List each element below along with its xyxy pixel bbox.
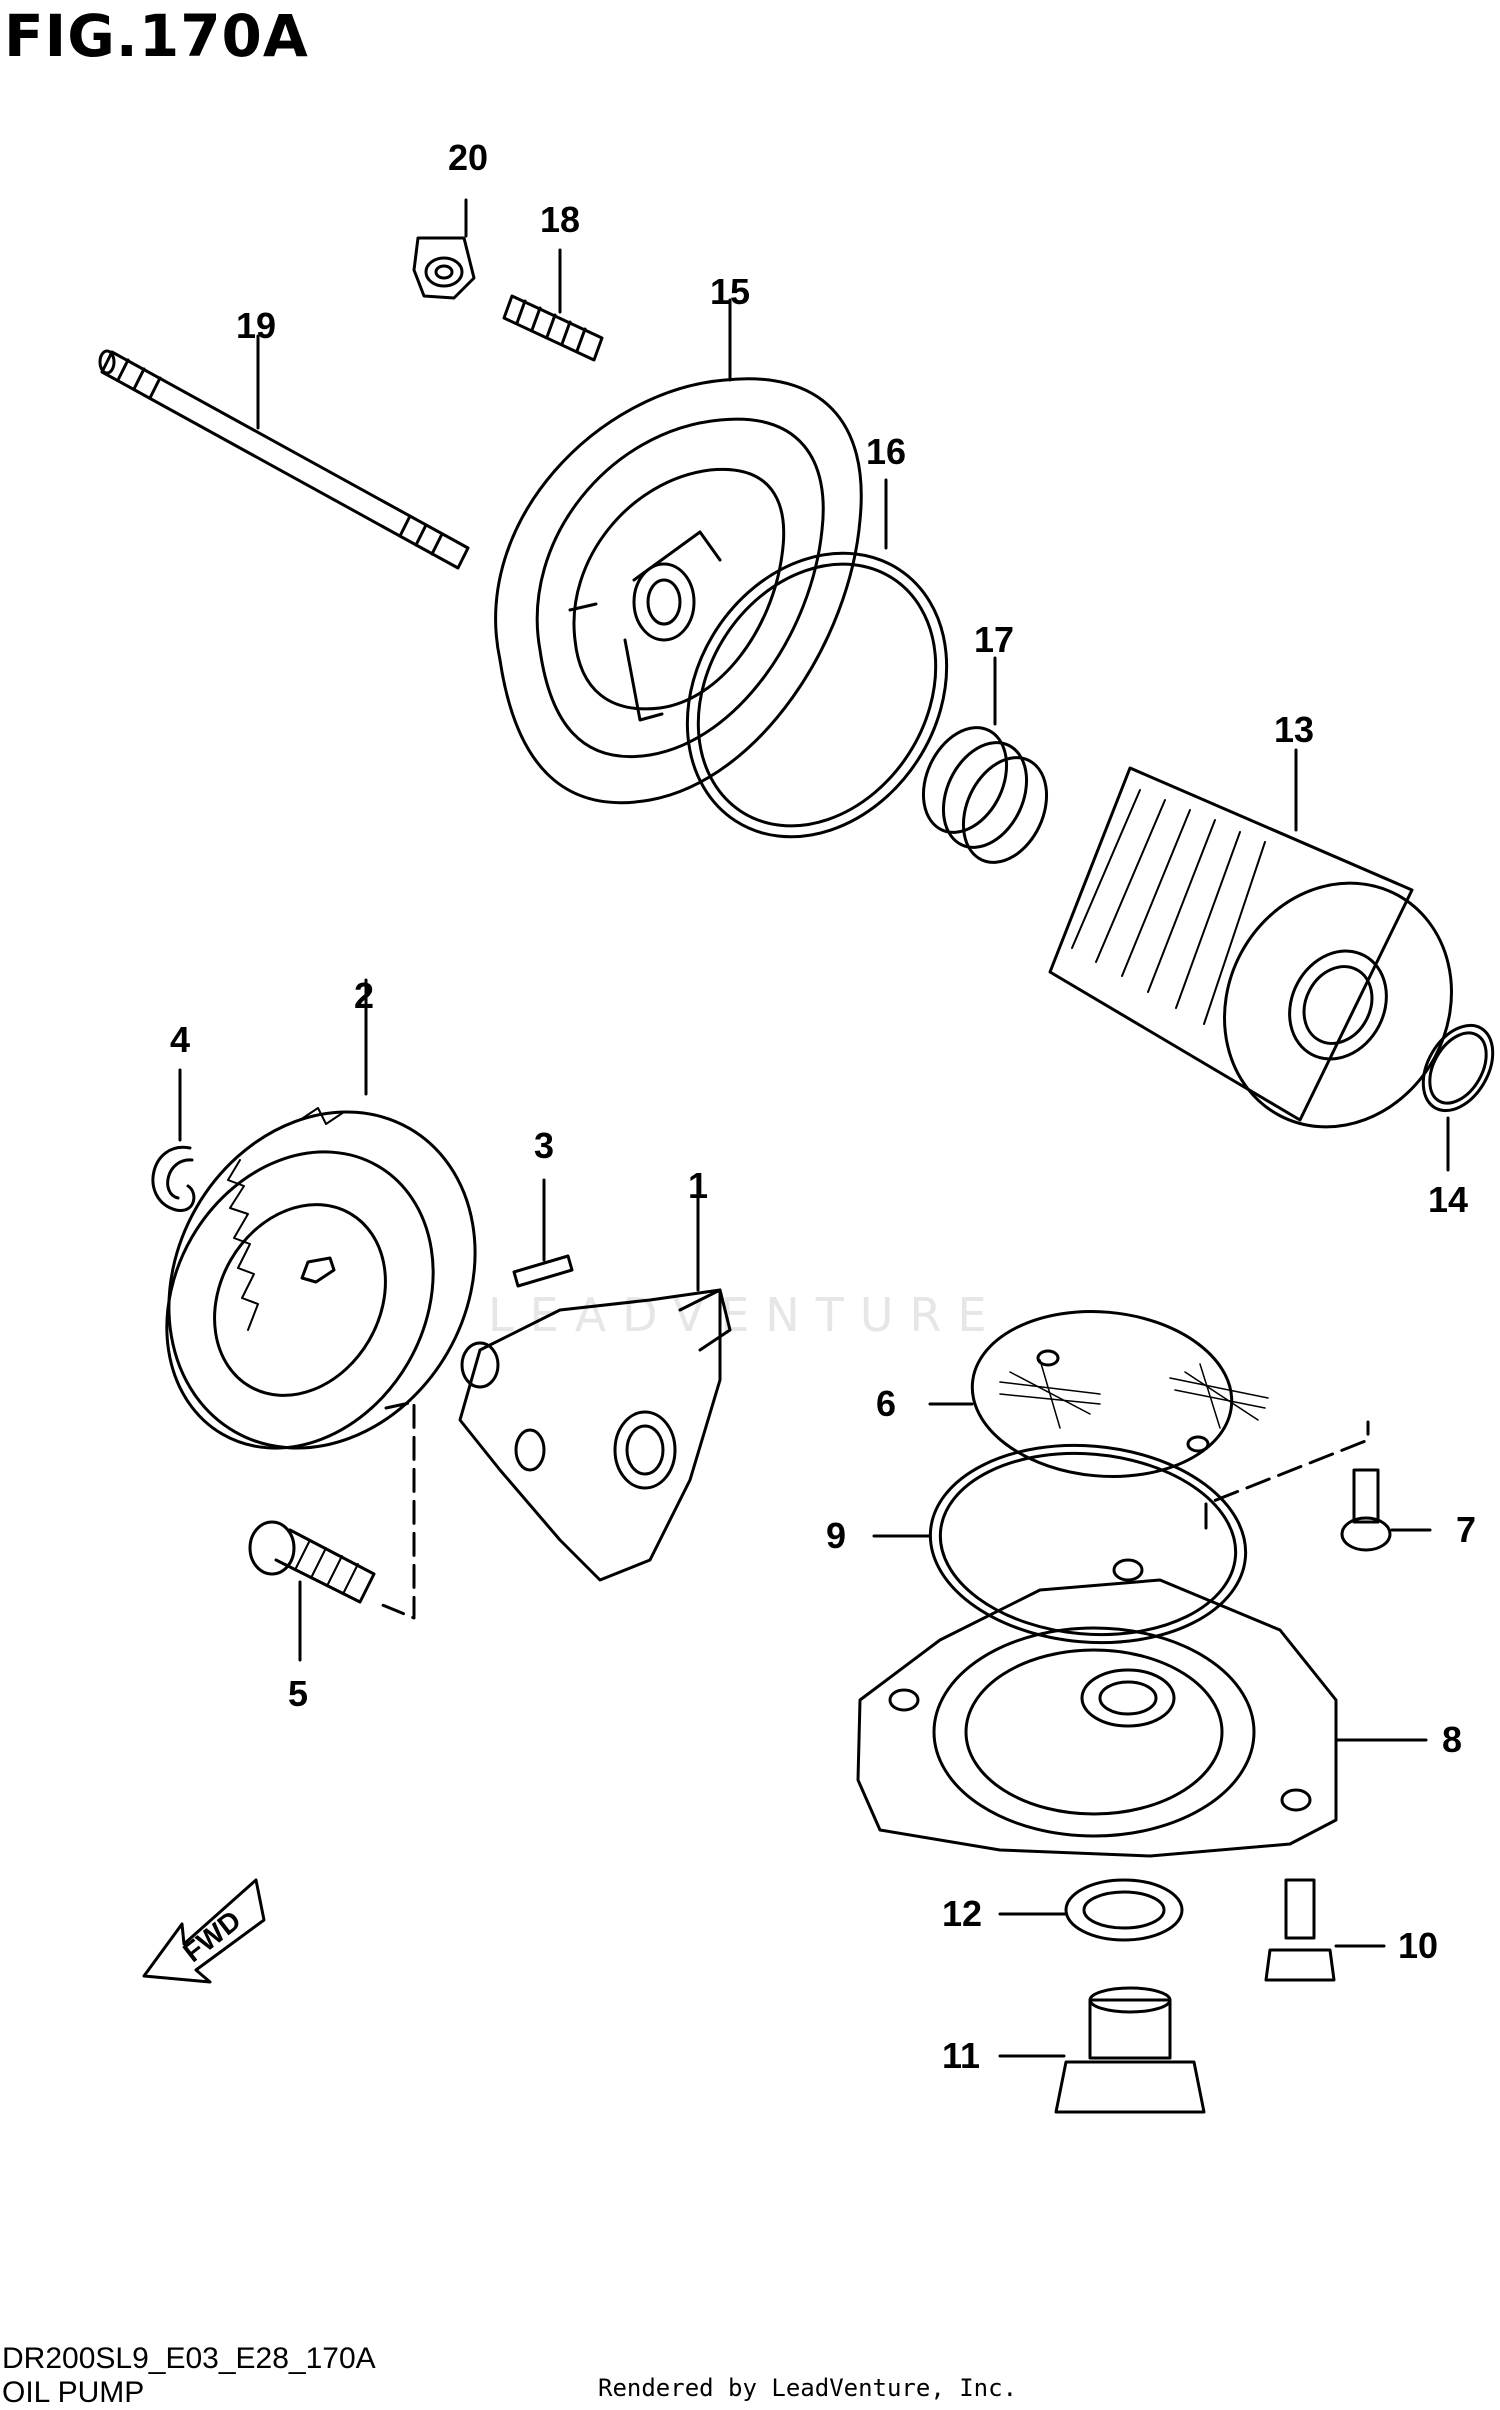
callout-14: 14	[1428, 1179, 1468, 1220]
callout-7: 7	[1456, 1509, 1476, 1550]
part-7-bolt[interactable]	[1204, 1420, 1432, 1552]
callout-8: 8	[1442, 1719, 1462, 1760]
part-13-oil-filter[interactable]	[1048, 748, 1494, 1167]
callout-1: 1	[688, 1165, 708, 1206]
part-1-oil-pump[interactable]	[458, 1184, 732, 1582]
part-15-pump-cover[interactable]	[494, 298, 863, 805]
part-10-bolt[interactable]	[1264, 1878, 1386, 1982]
part-20-cap-nut[interactable]	[412, 198, 476, 300]
callout-12: 12	[942, 1893, 982, 1934]
callout-2: 2	[354, 975, 374, 1016]
part-11-drain-plug[interactable]	[998, 1986, 1206, 2114]
callout-19: 19	[236, 305, 276, 346]
diagram-code: DR200SL9_E03_E28_170A	[2, 2342, 376, 2375]
part-17-spring[interactable]	[907, 656, 1062, 876]
fwd-arrow-icon	[142, 1878, 266, 1984]
part-3-dowel-pin[interactable]	[512, 1178, 574, 1288]
callout-6: 6	[876, 1383, 896, 1424]
callout-9: 9	[826, 1515, 846, 1556]
figure-title: FIG.170A	[4, 2, 309, 70]
callout-11: 11	[942, 2035, 980, 2076]
part-4-circlip[interactable]	[151, 1068, 196, 1212]
part-8-cap-housing[interactable]	[856, 1558, 1428, 1858]
part-19-shaft[interactable]	[98, 334, 470, 570]
callout-16: 16	[866, 431, 906, 472]
callout-10: 10	[1398, 1925, 1438, 1966]
callout-18: 18	[540, 199, 580, 240]
part-5-bolt[interactable]	[248, 1400, 416, 1662]
render-credit: Rendered by LeadVenture, Inc.	[598, 2374, 1018, 2402]
part-16-o-ring[interactable]	[635, 478, 1000, 886]
section-name: OIL PUMP	[2, 2376, 145, 2409]
part-6-cap-plate[interactable]	[928, 1301, 1269, 1487]
callout-4: 4	[170, 1019, 190, 1060]
callout-15: 15	[710, 271, 750, 312]
watermark: LEADVENTURE	[488, 1288, 1003, 1342]
part-2-driven-gear[interactable]	[109, 978, 535, 1504]
callout-5: 5	[288, 1673, 308, 1714]
part-9-gasket[interactable]	[872, 1433, 1254, 1656]
part-12-washer[interactable]	[998, 1878, 1184, 1942]
part-18-stud[interactable]	[502, 248, 604, 362]
part-14-o-ring[interactable]	[1409, 1013, 1500, 1172]
callout-17: 17	[974, 619, 1014, 660]
callout-20: 20	[448, 137, 488, 178]
callout-13: 13	[1274, 709, 1314, 750]
callout-3: 3	[534, 1125, 554, 1166]
